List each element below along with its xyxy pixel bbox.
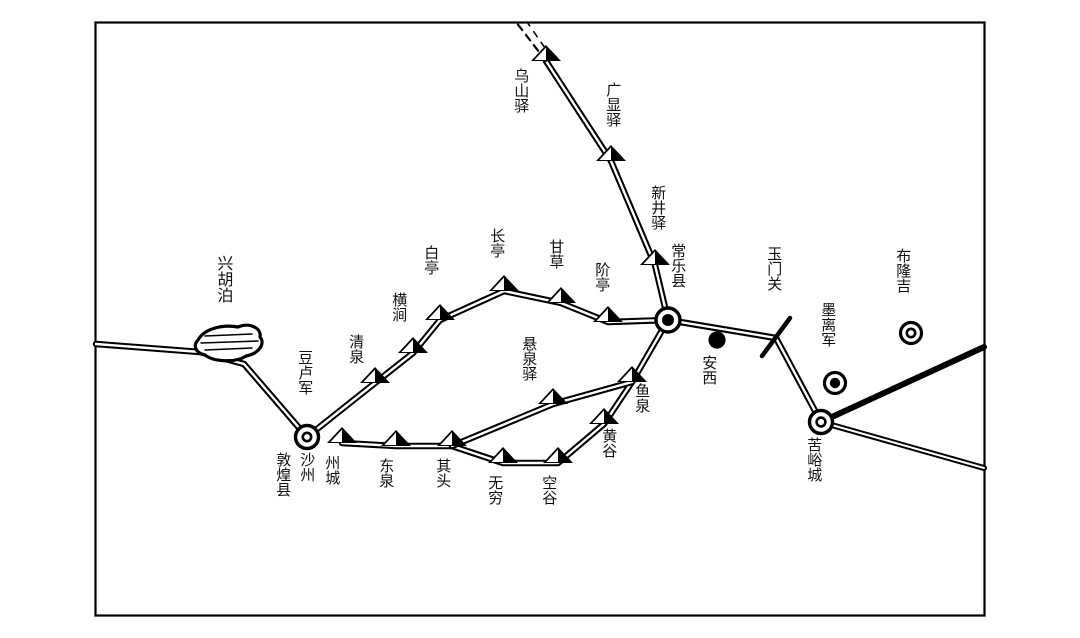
label-wuqiong: 无穷 [486,475,505,505]
symbol-changlexian [654,306,682,334]
symbol-shazhou [293,423,321,451]
label-wushanyi: 乌山驿 [512,68,531,113]
symbol-kuyucheng [807,408,835,436]
label-shazhou: 沙州 [298,452,317,482]
label-huanggu: 黄谷 [600,428,619,458]
label-yumenguan: 玉门关 [765,246,784,291]
label-dunhuangxian: 敦煌县 [274,452,293,497]
label-baiting: 白亭 [422,245,441,275]
label-gancao: 甘草 [547,239,566,269]
route-xuanquan-branch [448,378,636,450]
label-xinghupo: 兴胡泊 [214,255,234,303]
label-qingquan: 清泉 [347,334,366,364]
label-zhouchengcheng: 州城 [323,455,342,485]
route-dashed-nw [514,20,553,63]
label-bulongji: 布隆吉 [894,248,913,293]
label-hengjian: 横涧 [390,292,409,322]
symbol-bulongji [898,320,924,346]
symbol-anxi [708,331,726,349]
label-guangxianyi: 广显驿 [604,82,623,127]
label-dongquan: 东泉 [377,458,396,488]
label-changting: 长亭 [488,228,507,258]
settlement-symbols [293,306,924,451]
label-jieting: 阶亭 [593,262,612,292]
label-changlexian: 常乐县 [669,243,688,288]
label-konggu: 空谷 [540,475,559,505]
route-kuyu-east-double [818,419,987,471]
symbol-molijun [822,370,848,396]
lake-xinghupo [193,323,264,363]
yumenguan-pass-icon [759,315,793,359]
route-south-line [338,316,672,467]
label-kuyucheng: 苦峪城 [805,437,824,482]
label-yuquan: 鱼泉 [633,383,652,413]
map-frame [94,21,986,617]
label-qitou: 其头 [434,458,453,488]
route-kuyu-east-solid [818,344,987,425]
label-molijun: 墨离军 [819,302,838,347]
label-anxi: 安西 [700,355,719,385]
route-north-road [542,57,672,324]
label-xuanquanyi: 悬泉驿 [520,336,539,381]
label-xinjingyi: 新井驿 [649,185,668,230]
label-doululu: 豆卢军 [296,350,315,395]
